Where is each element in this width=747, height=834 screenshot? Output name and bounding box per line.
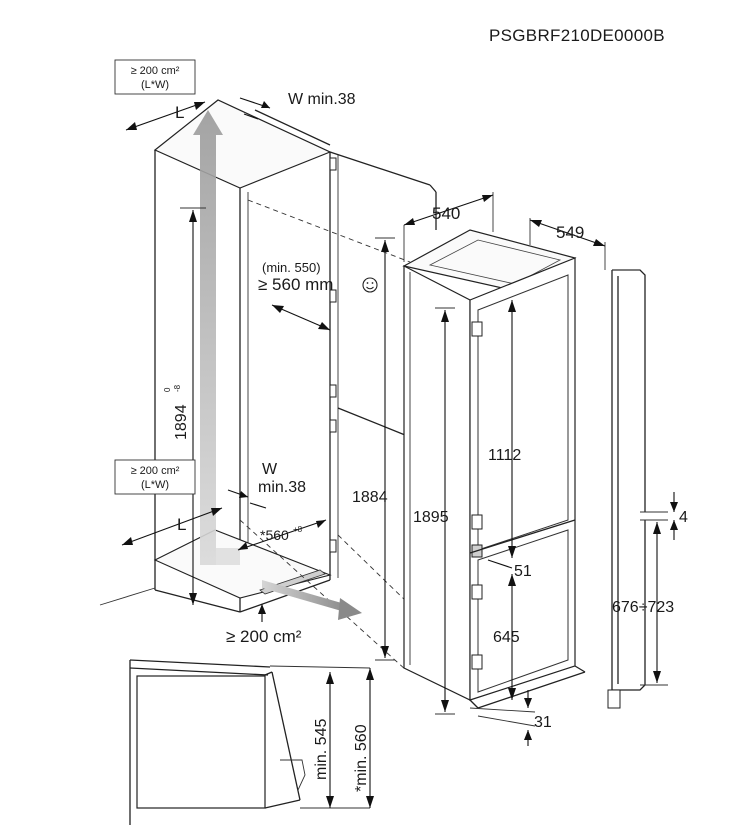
door-rail-profile	[607, 269, 668, 709]
svg-text:-8: -8	[173, 384, 182, 392]
svg-text:4: 4	[679, 509, 688, 526]
range-676-723-dim: 676÷723	[612, 522, 674, 683]
svg-text:+8: +8	[293, 525, 303, 534]
dim-31: 31	[469, 690, 552, 746]
svg-text:≥ 200 cm²: ≥ 200 cm²	[226, 627, 302, 646]
svg-text:0: 0	[163, 387, 172, 392]
svg-text:645: 645	[493, 629, 520, 646]
svg-text:≥ 200 cm²: ≥ 200 cm²	[131, 65, 180, 77]
svg-text:≥ 560 mm: ≥ 560 mm	[258, 275, 333, 294]
depth-540-dim: 540	[403, 192, 494, 262]
svg-text:L: L	[175, 103, 184, 122]
svg-text:51: 51	[514, 563, 532, 580]
dim-4: 4	[670, 492, 688, 540]
bottom-vent-label: ≥ 200 cm²	[226, 604, 302, 646]
cabinet-niche	[99, 99, 437, 671]
mid-vent-dims: W min.38 L	[121, 461, 306, 546]
svg-text:1884: 1884	[352, 489, 388, 506]
svg-text:(min. 550): (min. 550)	[262, 260, 321, 275]
mid-vent-label: ≥ 200 cm² (L*W)	[114, 459, 196, 495]
min-560-dim: *min. 560	[353, 668, 374, 808]
svg-text:540: 540	[432, 204, 460, 223]
height-1112-dim: 1112	[488, 300, 521, 558]
depth-549-dim: 549	[529, 218, 606, 270]
niche-height-dim: 1894 0 -8	[163, 207, 206, 605]
svg-text:31: 31	[534, 714, 552, 731]
dim-51: 51	[487, 559, 532, 580]
min-545-dim: min. 545	[313, 672, 334, 808]
svg-text:1894: 1894	[173, 404, 190, 440]
top-vent-label: ≥ 200 cm² (L*W)	[114, 59, 196, 95]
svg-text:1112: 1112	[488, 447, 521, 464]
svg-text:W min.38: W min.38	[288, 91, 356, 108]
svg-text:549: 549	[556, 223, 584, 242]
svg-text:(L*W): (L*W)	[141, 479, 169, 491]
top-view-detail	[129, 659, 371, 825]
fridge-appliance	[402, 229, 586, 709]
depth-min-label: (min. 550) ≥ 560 mm	[258, 260, 378, 331]
height-645-dim: 645	[493, 574, 520, 700]
svg-text:(L*W): (L*W)	[141, 79, 169, 91]
svg-text:*560: *560	[260, 527, 289, 543]
svg-text:min. 545: min. 545	[313, 719, 330, 780]
svg-text:1895: 1895	[413, 509, 449, 526]
svg-text:W: W	[262, 461, 278, 478]
svg-text:min.38: min.38	[258, 479, 306, 496]
airflow-arrow	[193, 110, 362, 620]
smiley-icon	[362, 277, 378, 293]
model-code: PSGBRF210DE0000B	[489, 26, 665, 45]
svg-text:L: L	[177, 515, 186, 534]
svg-text:676÷723: 676÷723	[612, 599, 674, 616]
height-1895-dim: 1895	[413, 307, 455, 715]
svg-text:*min. 560: *min. 560	[353, 724, 370, 792]
top-vent-dims: L W min.38	[125, 91, 356, 131]
height-1884-dim: 1884	[352, 237, 395, 661]
svg-text:≥ 200 cm²: ≥ 200 cm²	[131, 465, 180, 477]
niche-width-dim: *560 +8	[237, 519, 327, 551]
